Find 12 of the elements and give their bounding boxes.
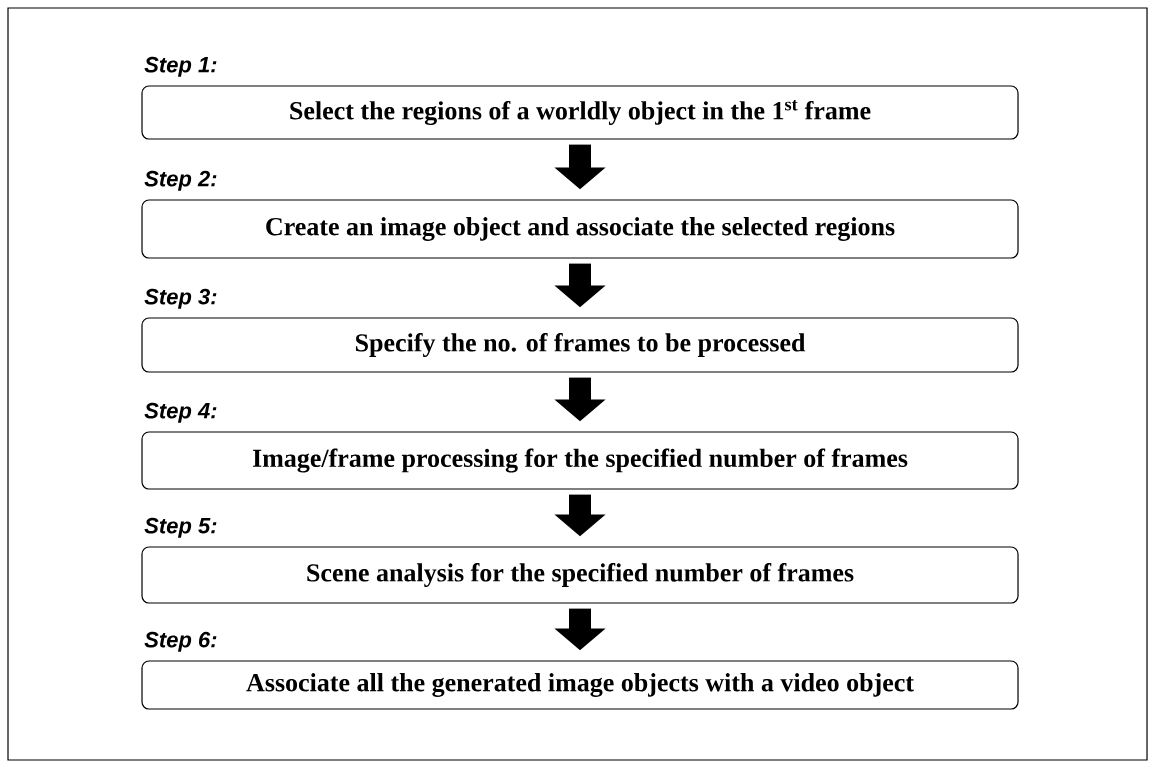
step-label: Step 6: [144, 631, 217, 652]
step-label: Step 2: [144, 170, 217, 191]
step-label: Step 3: [144, 288, 217, 309]
step-label: Step 4: [144, 402, 217, 423]
process-box: Image/frame processing for the specified number of frames [141, 431, 1019, 490]
process-box: Specify the no. of frames to be processed [141, 317, 1019, 373]
process-box: Scene analysis for the specified number of frames [141, 546, 1019, 604]
step-label: Step 5: [144, 517, 217, 538]
process-box: Select the regions of a worldly object in the 1$^{st}$ frame [141, 85, 1019, 140]
step-label: Step 1: [144, 56, 217, 77]
process-box: Create an image object and associate the selected regions [141, 199, 1019, 259]
process-box: Associate all the generated image objects with a video object [141, 660, 1019, 710]
